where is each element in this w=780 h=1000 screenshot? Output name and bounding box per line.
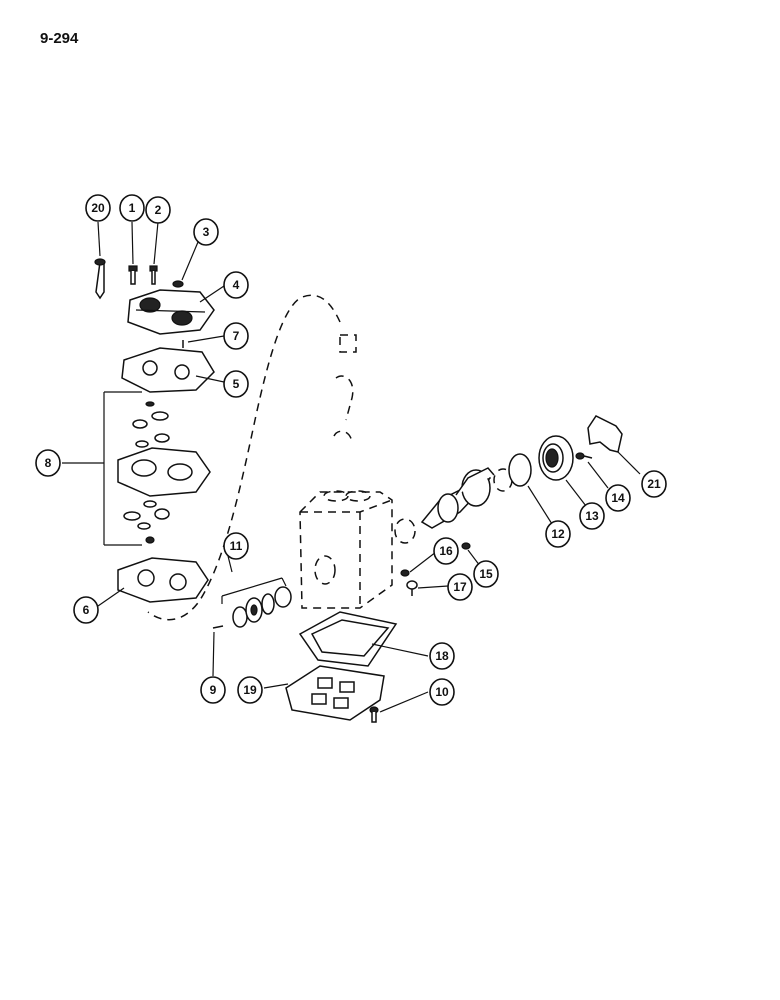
callout-number: 9 [210,683,217,697]
callout-number: 13 [585,509,599,523]
callout-10: 10 [429,678,455,706]
bottom-plate [285,665,385,721]
callout-number: 16 [439,544,453,558]
callout-circle [35,449,61,477]
seal-plate [538,435,574,481]
callout-4: 4 [223,271,249,299]
callout-3: 3 [193,218,219,246]
callout-number: 15 [479,567,493,581]
callout-number: 21 [647,477,661,491]
callout-circle [119,194,145,222]
cylinder-head [127,289,215,335]
callout-number: 11 [230,539,243,553]
callout-circle [85,194,111,222]
callout-circle [145,196,171,224]
callout-20: 20 [85,194,111,222]
callout-2: 2 [145,196,171,224]
callout-5: 5 [223,370,249,398]
o-ring [508,453,532,487]
callout-circle [641,470,667,498]
head-gasket [121,347,215,393]
callout-number: 4 [233,278,240,292]
valve-plate [117,447,211,497]
callout-14: 14 [605,484,631,512]
page-number: 9-294 [40,30,79,47]
bottom-plate-gasket [298,611,398,667]
seal-plate-bolt [575,452,593,460]
phantom-compressor-body [299,490,393,609]
callout-number: 20 [91,201,105,215]
callout-circle [447,573,473,601]
callout-circle [579,502,605,530]
callout-number: 7 [233,329,240,343]
callout-circle [73,596,99,624]
callout-13: 13 [579,502,605,530]
callout-7: 7 [223,322,249,350]
callout-number: 17 [453,580,467,594]
callout-19: 19 [237,676,263,704]
callout-16: 16 [433,537,459,565]
callout-circle [545,520,571,548]
callout-number: 1 [129,201,136,215]
reed-valve-parts [123,500,170,544]
callout-number: 8 [45,456,52,470]
callout-17: 17 [447,573,473,601]
callout-circle [429,642,455,670]
phantom-piston-and-rod [333,334,357,443]
callout-15: 15 [473,560,499,588]
callout-circle [223,271,249,299]
small-fittings [400,542,471,596]
callout-number: 18 [435,649,449,663]
phantom-cylinder-outline [147,294,341,621]
callout-9: 9 [200,676,226,704]
callout-circle [200,676,226,704]
callout-21: 21 [641,470,667,498]
callout-1: 1 [119,194,145,222]
callout-number: 12 [551,527,565,541]
callout-circle [223,532,249,560]
bottom-bolt [369,706,379,723]
callout-circle [223,370,249,398]
shaft-seal-assembly [212,586,292,629]
callout-number: 5 [233,377,240,391]
callout-12: 12 [545,520,571,548]
head-bolts [94,258,184,348]
crankshaft [420,467,495,529]
callout-number: 14 [611,491,625,505]
callout-circle [473,560,499,588]
callout-8: 8 [35,449,61,477]
callout-circle [193,218,219,246]
callout-number: 3 [203,225,210,239]
callout-number: 19 [243,683,257,697]
callout-number: 10 [435,685,449,699]
mounting-bracket [587,415,623,453]
callout-11: 11 [223,532,249,560]
callout-circle [433,537,459,565]
callout-circle [429,678,455,706]
callout-number: 2 [155,203,162,217]
callout-circle [223,322,249,350]
callout-number: 6 [83,603,90,617]
valve-parts [132,401,170,448]
callout-18: 18 [429,642,455,670]
valve-plate-gasket [117,557,209,603]
callout-circle [605,484,631,512]
callout-6: 6 [73,596,99,624]
callout-circle [237,676,263,704]
